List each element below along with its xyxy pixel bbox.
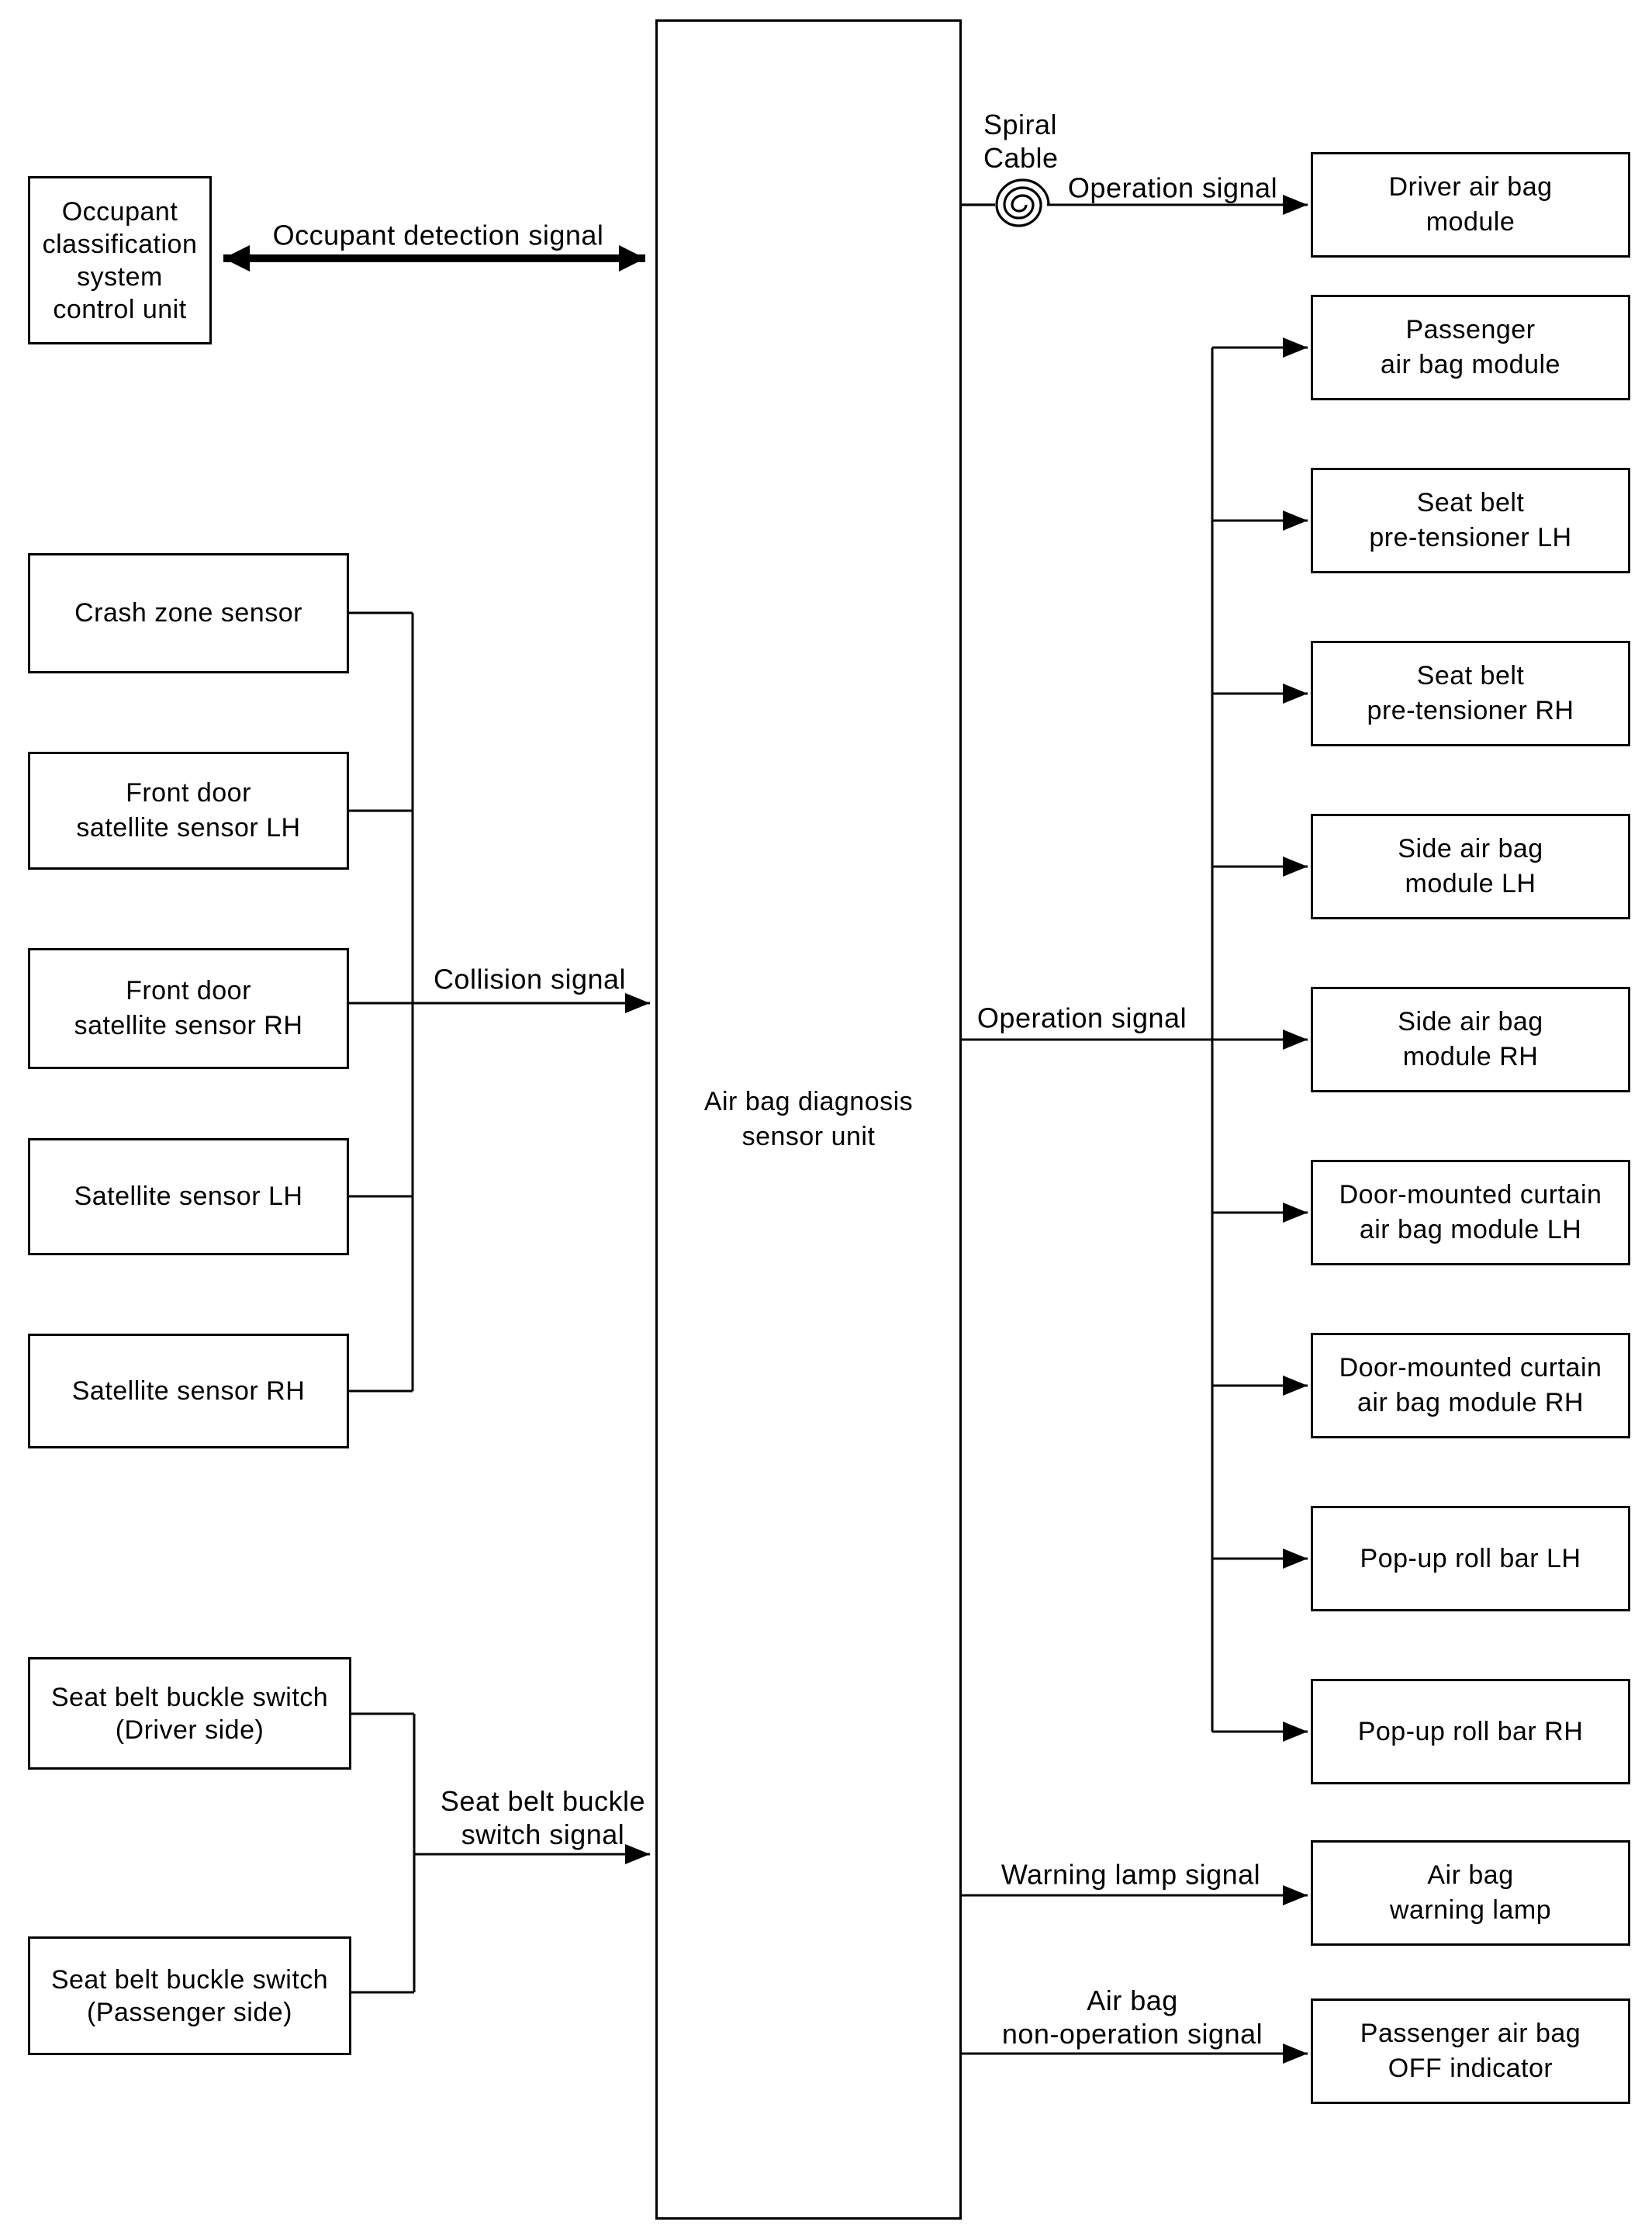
box-label-line: Seat belt buckle switch	[50, 1682, 329, 1712]
box-label-line: control unit	[53, 294, 187, 324]
box-label-line: satellite sensor RH	[74, 1011, 303, 1040]
label-air-bag-non-operation-signal: Air bag non-operation signal	[1002, 1984, 1263, 2050]
box-label-line: Passenger	[1405, 315, 1536, 344]
box-label-line: Pop-up roll bar RH	[1357, 1716, 1584, 1746]
box-door-mounted-curtain-air-bag-module-lh: Door-mounted curtain air bag module LH	[1311, 1160, 1630, 1265]
spiral-cable-icon	[962, 178, 1050, 227]
box-label-line: satellite sensor LH	[76, 813, 301, 843]
box-passenger-air-bag-off-indicator: Passenger air bag OFF indicator	[1311, 1998, 1630, 2104]
box-label-line: OFF indicator	[1388, 2054, 1554, 2083]
box-occupant-classification-control-unit: Occupant classification system control u…	[28, 176, 212, 344]
label-line: Spiral	[983, 109, 1058, 140]
label-line: switch signal	[461, 1819, 625, 1850]
box-label-line: Pop-up roll bar LH	[1360, 1543, 1581, 1573]
box-label-line: module LH	[1405, 869, 1536, 898]
label-occupant-detection-signal: Occupant detection signal	[272, 219, 604, 251]
label-line: Seat belt buckle	[440, 1785, 646, 1817]
box-front-door-satellite-sensor-lh: Front door satellite sensor LH	[28, 752, 349, 870]
buckle-signal-wires	[351, 1712, 650, 1994]
label-operation-signal-top: Operation signal	[1067, 171, 1278, 204]
box-label-line: Satellite sensor LH	[74, 1182, 303, 1211]
box-seat-belt-buckle-switch-passenger: Seat belt buckle switch (Passenger side)	[28, 1936, 351, 2055]
box-front-door-satellite-sensor-rh: Front door satellite sensor RH	[28, 948, 349, 1069]
box-label-line: warning lamp	[1389, 1895, 1552, 1925]
box-label-line: system	[77, 261, 163, 292]
box-satellite-sensor-rh: Satellite sensor RH	[28, 1334, 349, 1448]
box-label-line: (Driver side)	[115, 1715, 264, 1745]
box-crash-zone-sensor: Crash zone sensor	[28, 553, 349, 673]
box-seat-belt-pre-tensioner-lh: Seat belt pre-tensioner LH	[1311, 468, 1630, 573]
box-label-line: Door-mounted curtain	[1339, 1180, 1602, 1209]
box-label-line: Front door	[126, 778, 251, 808]
label-line: Air bag	[1087, 1985, 1178, 2016]
box-side-air-bag-module-rh: Side air bag module RH	[1311, 987, 1630, 1092]
box-label-line: Passenger air bag	[1360, 2019, 1581, 2048]
box-label-line: Door-mounted curtain	[1339, 1353, 1602, 1383]
box-label-line: Side air bag	[1398, 1007, 1543, 1036]
box-seat-belt-buckle-switch-driver: Seat belt buckle switch (Driver side)	[28, 1657, 351, 1770]
label-line: Cable	[983, 142, 1059, 174]
box-label-line: classification	[42, 229, 198, 259]
label-spiral-cable: Spiral Cable	[983, 108, 1059, 175]
box-label-line: Seat belt buckle switch	[50, 1964, 329, 1995]
label-warning-lamp-signal: Warning lamp signal	[1001, 1858, 1261, 1891]
label-operation-signal-mid: Operation signal	[976, 1002, 1187, 1034]
collision-signal-wires	[349, 611, 650, 1393]
box-side-air-bag-module-lh: Side air bag module LH	[1311, 814, 1630, 919]
box-label-line: module RH	[1402, 1042, 1539, 1071]
box-passenger-air-bag-module: Passenger air bag module	[1311, 295, 1630, 400]
label-seat-belt-buckle-switch-signal: Seat belt buckle switch signal	[441, 1784, 645, 1851]
operation-signal-wires	[962, 195, 1308, 1742]
box-label-line: Driver air bag	[1388, 172, 1553, 202]
box-label-line: Occupant	[61, 196, 178, 227]
box-pop-up-roll-bar-rh: Pop-up roll bar RH	[1311, 1679, 1630, 1784]
box-label-line: Crash zone sensor	[74, 598, 302, 628]
box-label-line: (Passenger side)	[86, 1997, 292, 2027]
box-label-line: Seat belt	[1416, 488, 1525, 517]
box-label-line: Seat belt	[1416, 661, 1525, 690]
box-label-line: Air bag diagnosis	[703, 1087, 914, 1116]
box-label-line: Air bag	[1427, 1860, 1514, 1890]
label-line: non-operation signal	[1001, 2018, 1263, 2050]
box-door-mounted-curtain-air-bag-module-rh: Door-mounted curtain air bag module RH	[1311, 1333, 1630, 1438]
box-pop-up-roll-bar-lh: Pop-up roll bar LH	[1311, 1506, 1630, 1611]
box-seat-belt-pre-tensioner-rh: Seat belt pre-tensioner RH	[1311, 641, 1630, 746]
box-label-line: module	[1426, 207, 1515, 237]
lamp-signal-wires	[962, 1885, 1308, 2064]
box-label-line: Satellite sensor RH	[71, 1376, 306, 1406]
box-label-line: air bag module LH	[1359, 1215, 1582, 1244]
box-satellite-sensor-lh: Satellite sensor LH	[28, 1138, 349, 1255]
box-label-line: Front door	[126, 976, 251, 1005]
box-label-line: air bag module RH	[1357, 1388, 1584, 1417]
box-label-line: pre-tensioner LH	[1369, 523, 1572, 552]
box-driver-air-bag-module: Driver air bag module	[1311, 152, 1630, 258]
box-label-line: Side air bag	[1398, 834, 1543, 863]
label-collision-signal: Collision signal	[433, 963, 627, 995]
box-label-line: air bag module	[1381, 350, 1560, 379]
box-air-bag-diagnosis-sensor-unit: Air bag diagnosis sensor unit	[655, 19, 962, 2220]
box-air-bag-warning-lamp: Air bag warning lamp	[1311, 1840, 1630, 1946]
box-label-line: pre-tensioner RH	[1367, 696, 1574, 725]
box-label-line: sensor unit	[741, 1122, 876, 1151]
